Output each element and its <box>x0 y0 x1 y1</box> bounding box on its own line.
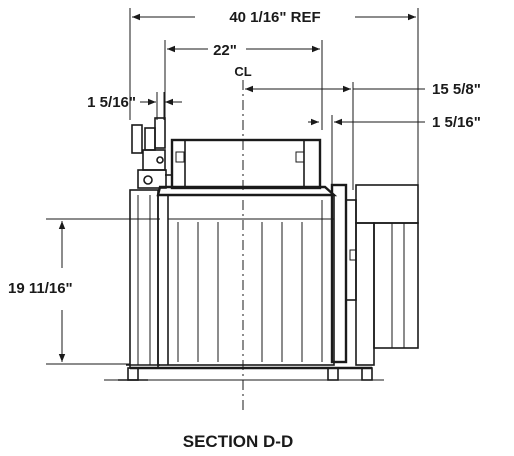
centerline: CL <box>234 64 252 412</box>
machine-body <box>104 117 419 381</box>
dim-right-centerline: 15 5/8" <box>245 81 481 190</box>
dim-overall-width-label: 40 1/16" REF <box>229 9 320 26</box>
section-caption: SECTION D-D <box>183 432 294 451</box>
dim-right-offset-label: 1 5/16" <box>432 114 481 131</box>
dim-left-offset: 1 5/16" <box>87 92 182 120</box>
dim-left-offset-label: 1 5/16" <box>87 94 136 111</box>
dim-right-offset: 1 5/16" <box>308 114 481 190</box>
dim-to-centerline-label: 22" <box>213 42 237 59</box>
dim-right-centerline-label: 15 5/8" <box>432 81 481 98</box>
dim-height: 19 11/16" <box>8 218 160 365</box>
centerline-symbol: CL <box>234 64 251 79</box>
dim-overall-width: 40 1/16" REF <box>129 8 419 185</box>
dim-height-label: 19 11/16" <box>8 280 73 297</box>
